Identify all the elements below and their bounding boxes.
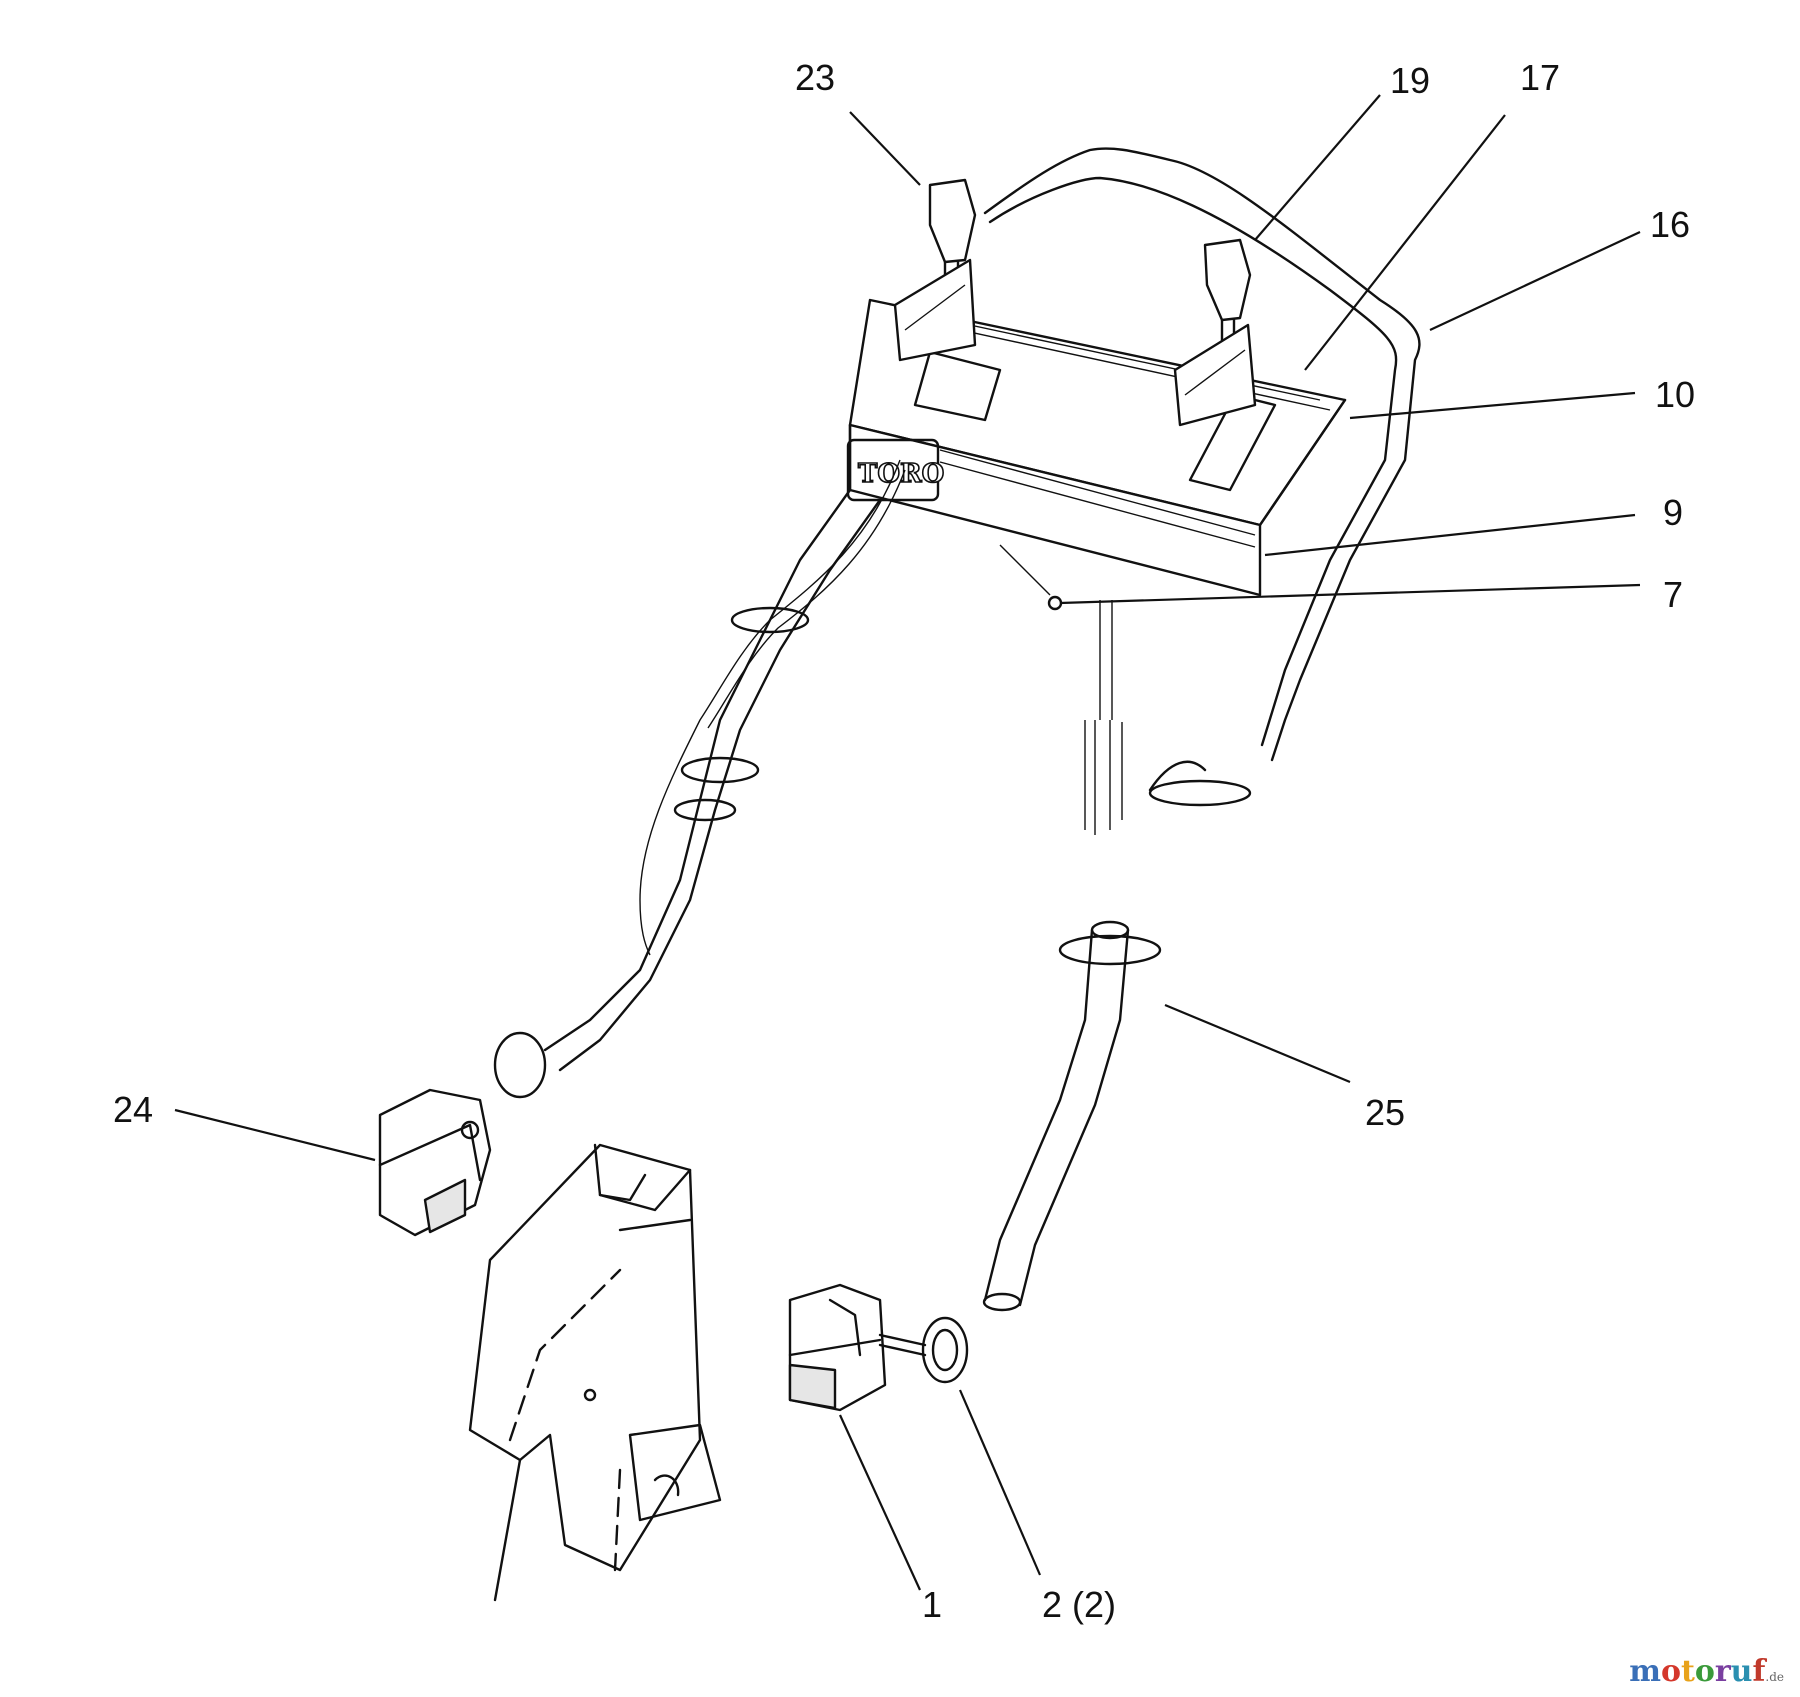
callout-19: 19: [1390, 60, 1430, 101]
watermark-name: motoruf: [1629, 1654, 1765, 1689]
watermark-letter: r: [1714, 1654, 1731, 1689]
upper-handle: [983, 147, 1421, 835]
callout-23: 23: [795, 57, 835, 98]
watermark-letter: m: [1629, 1654, 1661, 1689]
screw-7: [999, 544, 1063, 611]
callout-7: 7: [1663, 574, 1683, 615]
watermark-letter: o: [1660, 1654, 1681, 1689]
bracket-1: [788, 1283, 887, 1412]
brand-decal: TORO: [858, 459, 944, 489]
callout-labels: 23 19 17 16 10 9 7 24 25 1 2 (2): [113, 57, 1695, 1625]
callout-2: 2 (2): [1042, 1584, 1116, 1625]
knob-2: [878, 1316, 969, 1384]
watermark-letter: t: [1680, 1654, 1695, 1689]
callout-17: 17: [1520, 57, 1560, 98]
left-handle-tube: [493, 459, 906, 1099]
leader-lines: [174, 94, 1641, 1591]
lever-19: [1173, 238, 1257, 427]
watermark: motoruf.de: [1629, 1654, 1784, 1689]
callout-16: 16: [1650, 204, 1690, 245]
lever-23: [893, 178, 977, 362]
watermark-suffix: .de: [1765, 1670, 1784, 1684]
watermark-letter: o: [1694, 1654, 1715, 1689]
callout-24: 24: [113, 1089, 153, 1130]
callout-10: 10: [1655, 374, 1695, 415]
lower-tube-25: [982, 920, 1162, 1312]
mounting-bracket: [468, 1143, 722, 1602]
bracket-24: [378, 1088, 492, 1237]
callout-1: 1: [922, 1584, 942, 1625]
callout-9: 9: [1663, 492, 1683, 533]
watermark-letter: u: [1730, 1654, 1753, 1689]
watermark-letter: f: [1752, 1654, 1766, 1689]
callout-25: 25: [1365, 1092, 1405, 1133]
control-panel: TORO: [846, 298, 1347, 597]
